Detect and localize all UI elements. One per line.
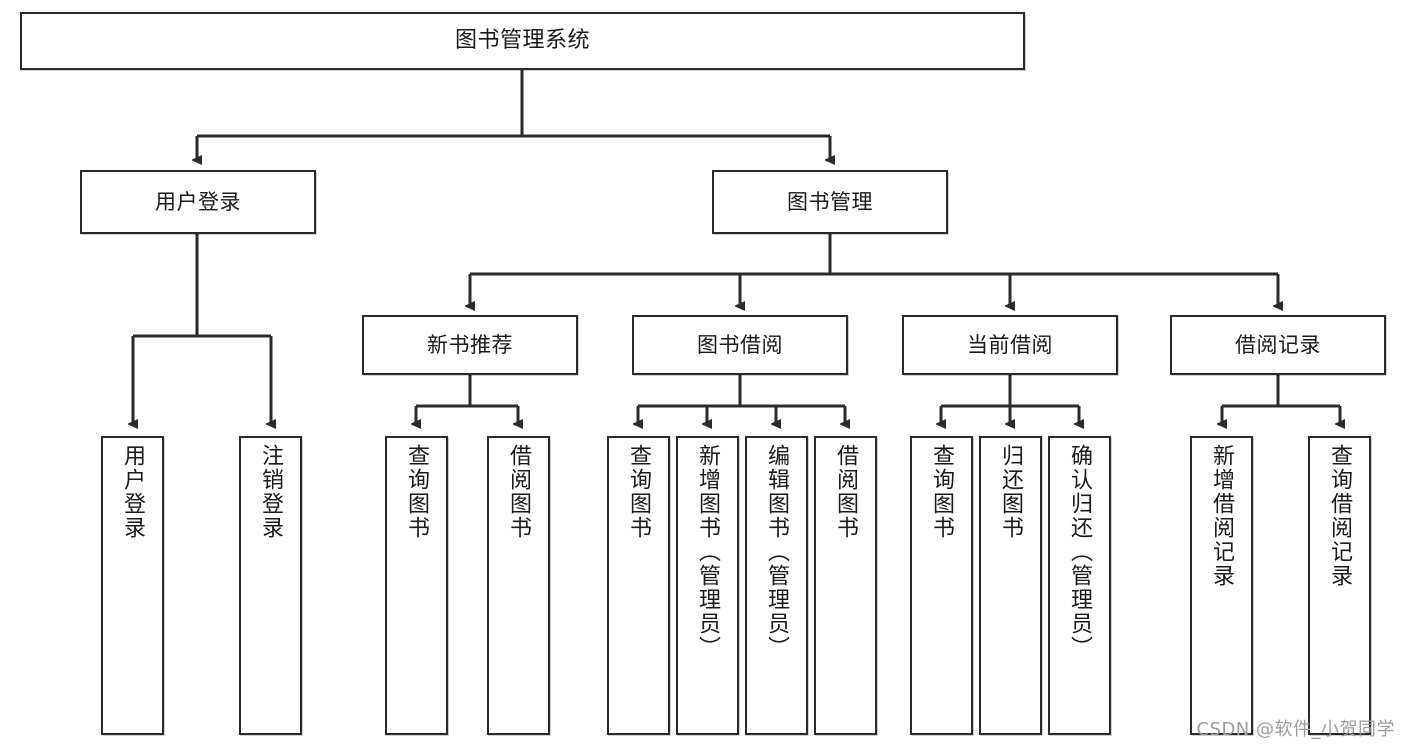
node-new-book-recommend[interactable]: 新书推荐 [362,315,578,375]
node-label: 图书管理 [787,189,873,214]
node-label: 查询借阅记录 [1327,444,1353,588]
node-label: 查询图书 [626,444,652,540]
node-label: 新增图书（管理员） [695,444,721,660]
node-book-borrow[interactable]: 图书借阅 [632,315,848,375]
leaf-borrow-edit-book[interactable]: 编辑图书（管理员） [745,436,808,735]
node-label: 查询图书 [404,444,430,540]
leaf-current-confirm-return[interactable]: 确认归还（管理员） [1048,436,1111,735]
leaf-borrow-query-book[interactable]: 查询图书 [607,436,670,735]
leaf-user-login-login[interactable]: 用户登录 [101,436,164,735]
leaf-borrow-add-book[interactable]: 新增图书（管理员） [676,436,739,735]
node-label: 编辑图书（管理员） [764,444,790,660]
node-label: 用户登录 [155,189,241,214]
node-label: 归还图书 [998,444,1024,540]
node-label: 确认归还（管理员） [1067,444,1093,660]
leaf-new-book-query[interactable]: 查询图书 [385,436,448,735]
leaf-borrow-borrow-book[interactable]: 借阅图书 [814,436,877,735]
node-label: 用户登录 [120,444,146,540]
leaf-new-book-borrow[interactable]: 借阅图书 [487,436,550,735]
node-label: 新增借阅记录 [1209,444,1235,588]
leaf-current-query-book[interactable]: 查询图书 [910,436,973,735]
csdn-watermark: CSDN @软件_小贺同学 [1196,719,1395,740]
node-label: 借阅图书 [833,444,859,540]
node-label: 图书管理系统 [454,28,590,54]
node-user-login[interactable]: 用户登录 [80,170,316,234]
node-root-system[interactable]: 图书管理系统 [20,12,1025,70]
leaf-record-query[interactable]: 查询借阅记录 [1308,436,1371,735]
node-label: 注销登录 [258,444,284,540]
node-label: 新书推荐 [427,332,513,357]
leaf-record-add[interactable]: 新增借阅记录 [1190,436,1253,735]
node-label: 借阅记录 [1235,332,1321,357]
node-book-management[interactable]: 图书管理 [712,170,948,234]
leaf-user-login-logout[interactable]: 注销登录 [239,436,302,735]
node-label: 当前借阅 [967,332,1053,357]
node-label: 借阅图书 [506,444,532,540]
leaf-current-return-book[interactable]: 归还图书 [979,436,1042,735]
node-current-borrow[interactable]: 当前借阅 [902,315,1118,375]
node-borrow-record[interactable]: 借阅记录 [1170,315,1386,375]
node-label: 图书借阅 [697,332,783,357]
node-label: 查询图书 [929,444,955,540]
